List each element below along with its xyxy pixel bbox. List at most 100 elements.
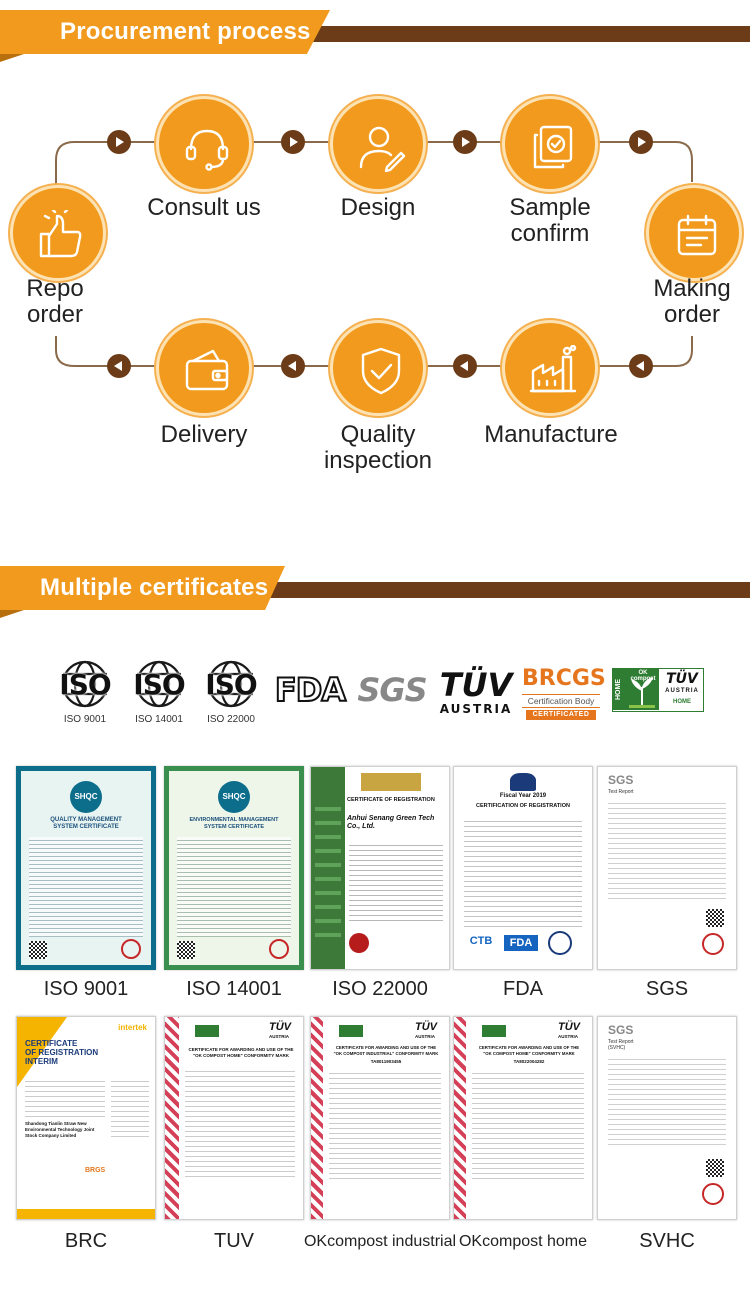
step-making-label: Making order <box>653 275 731 328</box>
cert-label-iso14001: ISO 14001 <box>186 978 282 1000</box>
cert-subheading: Test Report (SVHC) <box>608 1039 634 1051</box>
cert-emblem: SHQC <box>70 781 102 813</box>
okcompost-brand: TÜV <box>666 671 698 687</box>
okcompost-main: OK compost <box>630 670 656 682</box>
cert-heading: CERTIFICATE FOR AWARDING AND USE OF THE … <box>188 1047 294 1058</box>
step-quality-circle <box>330 320 426 416</box>
iso-caption: ISO 22000 <box>207 714 255 725</box>
cert-body-lines <box>177 837 291 937</box>
cert-body-lines <box>185 1067 295 1177</box>
fda-logo: FDA <box>274 670 347 710</box>
okcompost-side: HOME <box>613 669 625 710</box>
document-check-icon <box>533 125 573 169</box>
ok-compost-home-logo: HOME OK compost TÜV AUSTRIA HOME <box>612 668 704 712</box>
certificates-title: Multiple certificates <box>40 574 269 601</box>
flow-arrow-2 <box>281 130 305 154</box>
cert-okcompost-industrial[interactable]: TÜV AUSTRIA CERTIFICATE FOR AWARDING AND… <box>310 1016 450 1220</box>
cert-green-logo <box>339 1025 363 1037</box>
play-left-icon <box>114 361 122 371</box>
step-design-label: Design <box>340 194 416 221</box>
step-repo-label: Repo order <box>26 275 84 328</box>
procurement-banner: Procurement process <box>0 10 750 62</box>
cert-mark: BRGS <box>85 1167 106 1174</box>
cert-corner <box>17 1017 67 1087</box>
cert-stripe <box>165 1017 179 1219</box>
cert-fda[interactable]: Fiscal Year 2019 CERTIFICATION OF REGIST… <box>453 766 593 970</box>
iso-logo-text: ISO <box>133 668 185 701</box>
okcompost-plant <box>625 669 659 710</box>
certificates-banner: Multiple certificates <box>0 566 750 618</box>
flow-arrow-3 <box>453 130 477 154</box>
step-delivery-label: Delivery <box>160 421 248 448</box>
cert-company: Anhui Senang Green Tech Co., Ltd. <box>347 815 435 830</box>
cert-body-lines <box>608 799 726 899</box>
eagle-icon <box>510 773 536 791</box>
cert-body-lines <box>25 1077 105 1117</box>
seal-icon <box>702 1183 724 1205</box>
cert-body-lines <box>29 837 143 937</box>
cert-brc[interactable]: intertek CERTIFICATE OF REGISTRATION INT… <box>16 1016 156 1220</box>
cert-mark-fda: FDA <box>504 935 538 951</box>
cert-heading: ENVIRONMENTAL MANAGEMENT SYSTEM CERTIFIC… <box>189 817 279 830</box>
cert-brand-sub: AUSTRIA <box>558 1034 578 1039</box>
cert-iso9001[interactable]: SHQC QUALITY MANAGEMENT SYSTEM CERTIFICA… <box>16 766 156 970</box>
cert-emblem: SHQC <box>218 781 250 813</box>
cert-green-logo <box>195 1025 219 1037</box>
step-consult-label: Consult us <box>147 194 261 221</box>
seal-icon <box>548 931 572 955</box>
certification-logos: ISO ISO 9001 ISO ISO 14001 ISO ISO 22000… <box>0 660 750 740</box>
cert-brand: intertek <box>118 1023 147 1032</box>
cert-brand-sub: AUSTRIA <box>415 1034 435 1039</box>
play-left-icon <box>460 361 468 371</box>
cert-number: TA8022004282 <box>513 1059 545 1064</box>
seal-icon <box>121 939 141 959</box>
cert-brand-sub: AUSTRIA <box>269 1034 289 1039</box>
cert-brand: TÜV <box>415 1021 437 1033</box>
cert-mark-ctb: CTB <box>469 935 493 947</box>
cert-label-tuv: TUV <box>214 1230 254 1252</box>
cert-heading: CERTIFICATE OF REGISTRATION <box>347 797 435 803</box>
qr-code-icon <box>706 1159 724 1177</box>
shield-check-icon <box>361 347 401 395</box>
step-repo-circle <box>10 185 106 281</box>
cert-heading: SGS <box>608 773 634 787</box>
step-making-circle <box>646 185 742 281</box>
tuv-sub: AUSTRIA <box>439 702 513 716</box>
step-manufacture-circle <box>502 320 598 416</box>
cert-iso14001[interactable]: SHQC ENVIRONMENTAL MANAGEMENT SYSTEM CER… <box>164 766 304 970</box>
cert-stripe <box>311 1017 323 1219</box>
cert-heading: QUALITY MANAGEMENT SYSTEM CERTIFICATE <box>50 817 122 830</box>
headset-icon <box>185 129 229 171</box>
cert-body-lines <box>329 1069 441 1179</box>
cert-heading: SGS <box>608 1023 634 1037</box>
cert-heading: CERTIFICATE FOR AWARDING AND USE OF THE … <box>333 1045 439 1056</box>
tuv-austria-logo: TÜV AUSTRIA <box>436 668 516 718</box>
iso-9001-logo: ISO ISO 9001 <box>54 660 116 725</box>
cert-svhc[interactable]: SGS Test Report (SVHC) <box>597 1016 737 1220</box>
cert-label-sgs: SGS <box>645 978 689 1000</box>
thumbs-up-icon <box>39 210 82 258</box>
cert-subheading: Test Report <box>608 789 634 795</box>
play-right-icon <box>462 137 470 147</box>
cert-iso22000[interactable]: CERTIFICATE OF REGISTRATION Anhui Senang… <box>310 766 450 970</box>
iso-caption: ISO 14001 <box>135 714 183 725</box>
seal-icon <box>702 933 724 955</box>
cert-side-bar <box>311 767 345 969</box>
okcompost-type: HOME <box>673 699 691 705</box>
qr-code-icon <box>177 941 195 959</box>
cert-side-text <box>315 797 341 937</box>
step-sample-circle <box>502 96 598 192</box>
play-left-icon <box>636 361 644 371</box>
cert-body-lines <box>464 817 582 927</box>
sgs-logo: SGS <box>357 671 427 709</box>
iso-logo-text: ISO <box>205 668 257 701</box>
cert-label-svhc: SVHC <box>639 1230 695 1252</box>
cert-logo-bar <box>361 773 421 791</box>
procurement-title: Procurement process <box>60 18 311 45</box>
cert-sgs[interactable]: SGS Test Report <box>597 766 737 970</box>
cert-okcompost-home[interactable]: TÜV AUSTRIA CERTIFICATE FOR AWARDING AND… <box>453 1016 593 1220</box>
cert-body-lines <box>349 841 443 921</box>
banner-tab <box>0 566 285 610</box>
cert-green-logo <box>482 1025 506 1037</box>
cert-tuv[interactable]: TÜV AUSTRIA CERTIFICATE FOR AWARDING AND… <box>164 1016 304 1220</box>
